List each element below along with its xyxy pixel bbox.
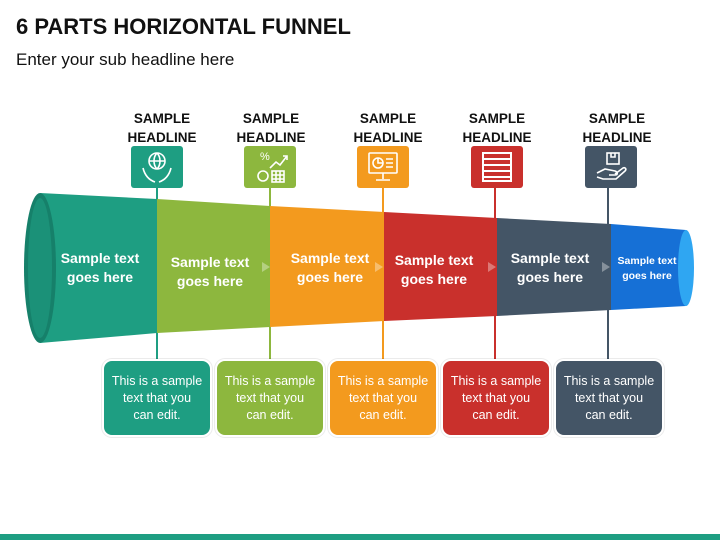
segment-4-text: Sample text goes here — [384, 251, 484, 289]
funnel-segment-2 — [157, 199, 270, 333]
presentation-monitor-icon — [357, 146, 409, 188]
card-1-line3: can edit. — [133, 407, 181, 422]
card-3-line1: This is a sample — [337, 373, 429, 388]
card-4-line2: text that you — [461, 390, 531, 405]
funnel-mouth-inner — [28, 198, 52, 338]
headline-1: SAMPLE HEADLINE — [107, 109, 217, 147]
headline-4: SAMPLE HEADLINE — [442, 109, 552, 147]
card-3-line2: text that you — [348, 390, 418, 405]
slide-subtitle: Enter your sub headline here — [16, 50, 235, 69]
segment-4-line2: goes here — [400, 271, 468, 287]
card-4-line1: This is a sample — [450, 373, 542, 388]
segment-4-line1: Sample text — [394, 252, 474, 268]
svg-text:%: % — [260, 151, 270, 163]
segment-1-line2: goes here — [66, 269, 134, 285]
hand-box-icon — [585, 146, 637, 188]
card-1-line2: text that you — [122, 390, 192, 405]
growth-chart-money-icon: % — [244, 146, 296, 188]
card-2-line2: text that you — [235, 390, 305, 405]
card-5-line1: This is a sample — [563, 373, 655, 388]
headline-1-line1: SAMPLE — [133, 111, 191, 126]
segment-6-text: Sample text goes here — [612, 254, 682, 284]
headline-2: SAMPLE HEADLINE — [216, 109, 326, 147]
globe-hands-icon — [131, 146, 183, 188]
segment-1-text: Sample text goes here — [48, 249, 152, 287]
slide-title: 6 PARTS HORIZONTAL FUNNEL — [16, 14, 351, 39]
segment-6-line1: Sample text — [617, 255, 677, 267]
headline-3-line1: SAMPLE — [359, 111, 417, 126]
headline-3: SAMPLE HEADLINE — [333, 109, 443, 147]
headline-1-line2: HEADLINE — [127, 130, 197, 145]
arrow-icon-2 — [375, 262, 383, 272]
funnel-segment-6 — [611, 224, 686, 310]
card-3-line3: can edit. — [359, 407, 407, 422]
text-card-2: This is a sample text that you can edit. — [215, 359, 325, 437]
segment-3-text: Sample text goes here — [280, 249, 380, 287]
segment-2-text: Sample text goes here — [160, 253, 260, 291]
segment-3-line1: Sample text — [290, 250, 370, 266]
segment-arrows — [262, 262, 610, 272]
headline-3-line2: HEADLINE — [353, 130, 423, 145]
headline-5: SAMPLE HEADLINE — [562, 109, 672, 147]
card-2-line3: can edit. — [246, 407, 294, 422]
funnel-segment-4 — [384, 212, 497, 321]
headline-4-line1: SAMPLE — [468, 111, 526, 126]
card-1-line1: This is a sample — [111, 373, 203, 388]
segment-5-text: Sample text goes here — [500, 249, 600, 287]
segment-5-line2: goes here — [516, 269, 584, 285]
text-card-3: This is a sample text that you can edit. — [328, 359, 438, 437]
headline-5-line2: HEADLINE — [582, 130, 652, 145]
funnel-segment-1 — [40, 193, 157, 343]
headline-5-line1: SAMPLE — [588, 111, 646, 126]
segment-2-line1: Sample text — [170, 254, 250, 270]
text-card-1: This is a sample text that you can edit. — [102, 359, 212, 437]
headline-4-line2: HEADLINE — [462, 130, 532, 145]
card-4-line3: can edit. — [472, 407, 520, 422]
segment-1-line1: Sample text — [60, 250, 140, 266]
card-2-line1: This is a sample — [224, 373, 316, 388]
text-card-4: This is a sample text that you can edit. — [441, 359, 551, 437]
arrow-icon-4 — [602, 262, 610, 272]
arrow-icon-3 — [488, 262, 496, 272]
segment-6-line2: goes here — [622, 270, 672, 282]
headline-2-line2: HEADLINE — [236, 130, 306, 145]
segment-5-line1: Sample text — [510, 250, 590, 266]
card-5-line2: text that you — [574, 390, 644, 405]
funnel-segment-5 — [497, 218, 611, 316]
arrow-icon-1 — [262, 262, 270, 272]
segment-3-line2: goes here — [296, 269, 364, 285]
document-list-icon — [471, 146, 523, 188]
card-5-line3: can edit. — [585, 407, 633, 422]
bottom-accent-bar — [0, 534, 720, 540]
funnel-segment-3 — [270, 206, 384, 327]
funnel-end-cap — [678, 230, 694, 306]
text-card-5: This is a sample text that you can edit. — [554, 359, 664, 437]
segment-2-line2: goes here — [176, 273, 244, 289]
headline-2-line1: SAMPLE — [242, 111, 300, 126]
